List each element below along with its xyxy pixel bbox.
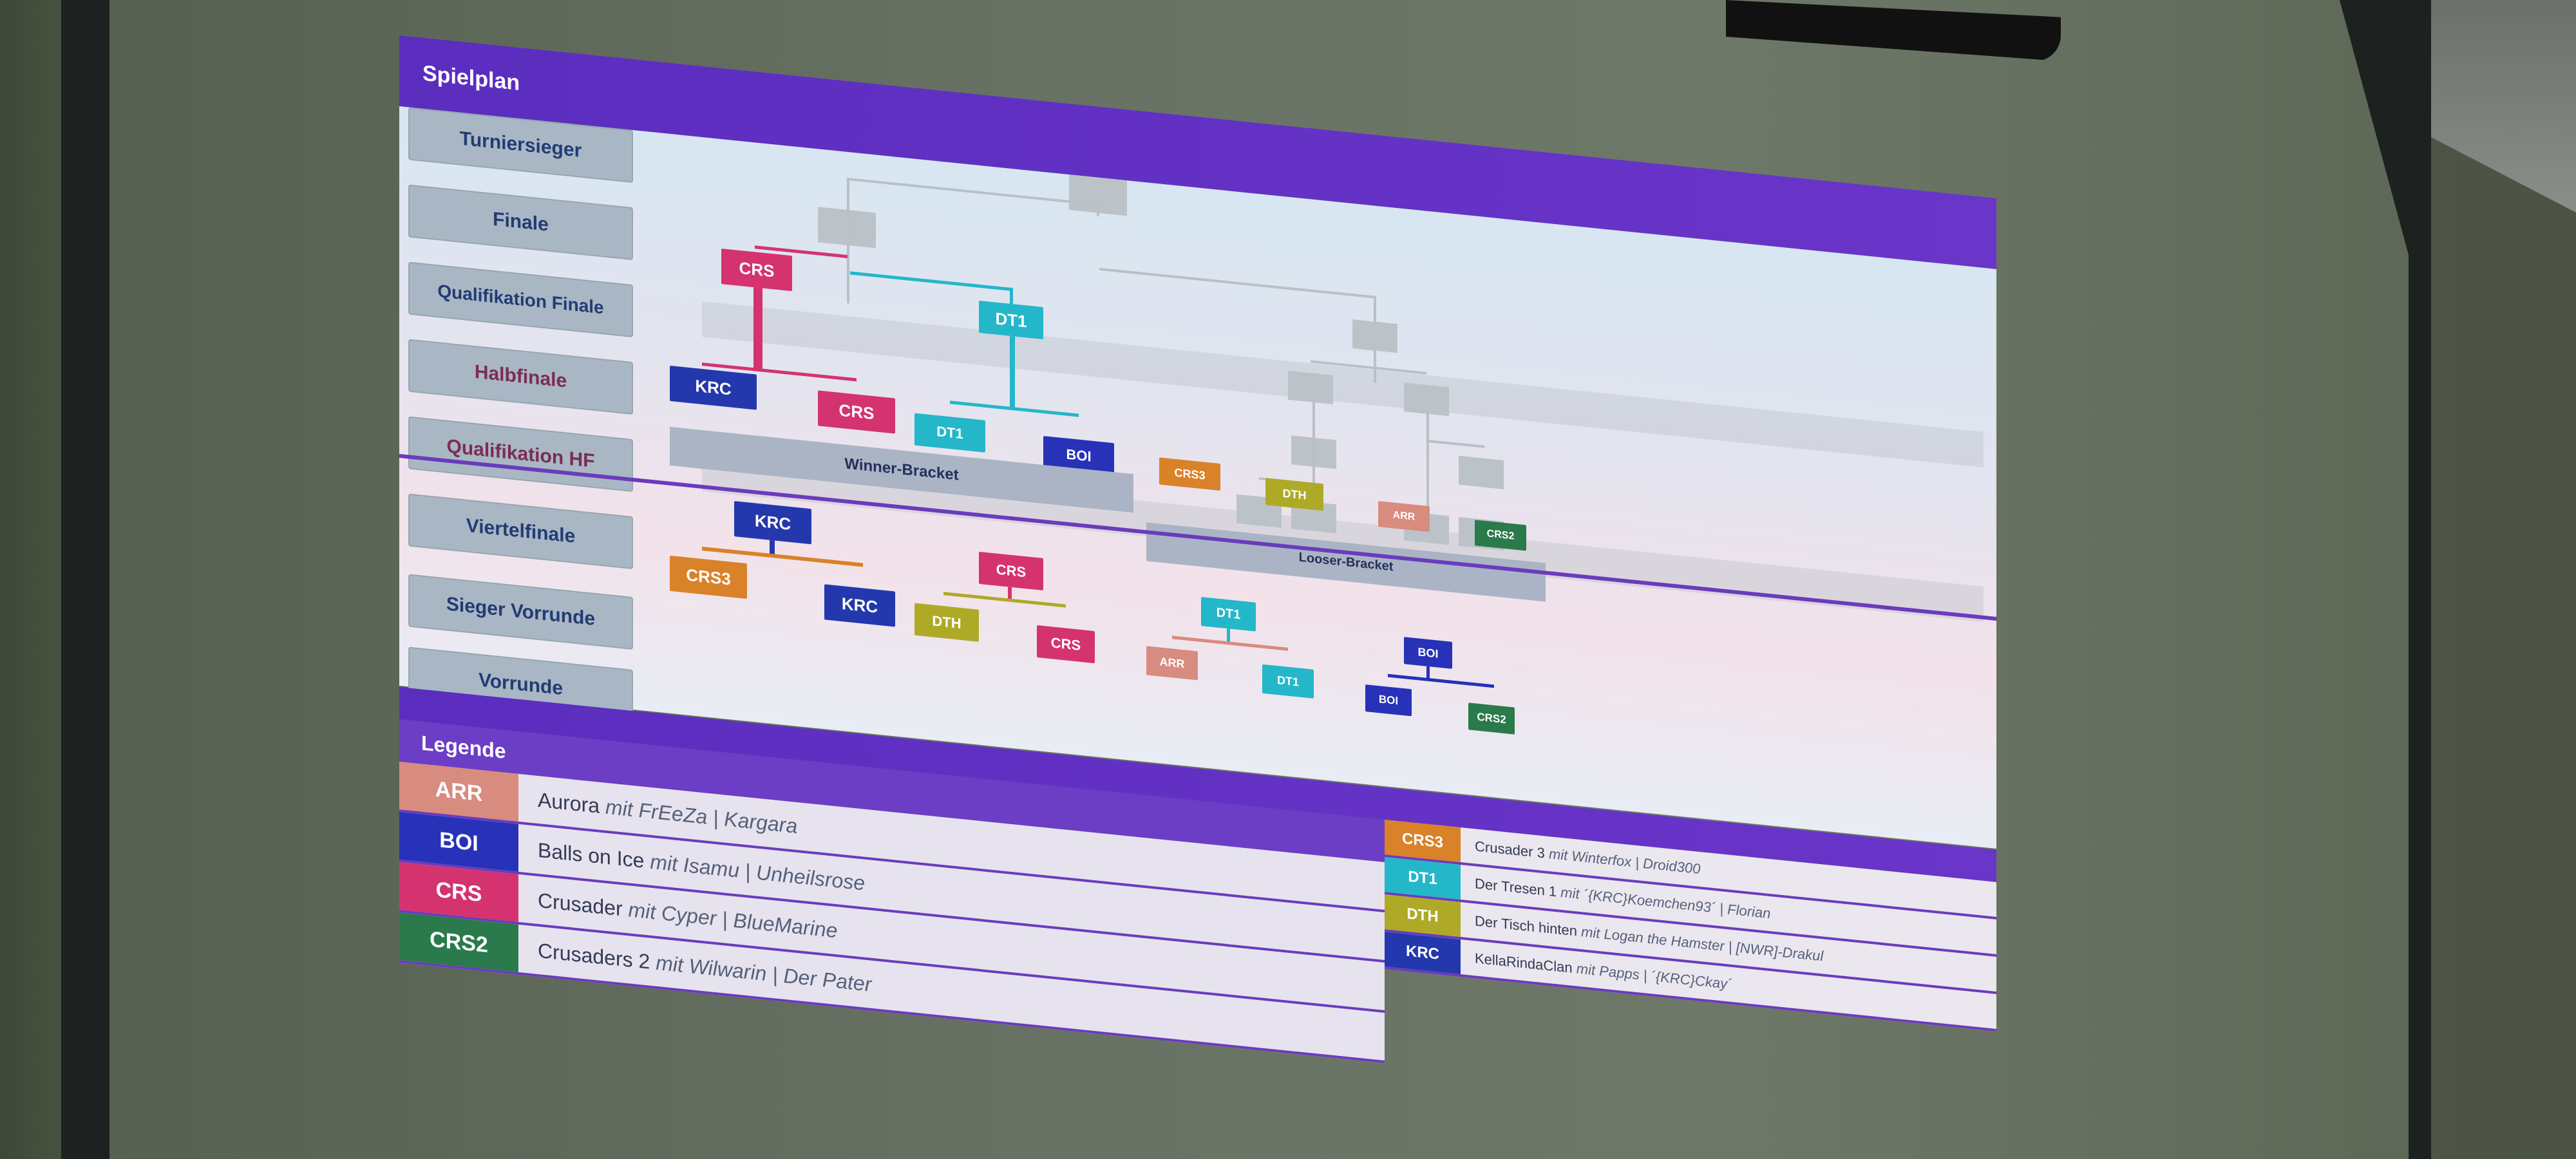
row-label-sieger-vorrunde: Sieger Vorrunde: [408, 574, 633, 650]
team-box-sieger-vorrunde-1[interactable]: KRC: [734, 501, 811, 545]
connector: [847, 177, 849, 304]
legend-code-badge: DT1: [1385, 857, 1461, 900]
row-label-halbfinale: Halbfinale: [408, 339, 633, 415]
connector: [1010, 335, 1015, 411]
connector: [943, 592, 1066, 608]
team-box-vorrunde-6[interactable]: DT1: [1262, 664, 1314, 699]
team-box-vorrunde-2[interactable]: KRC: [824, 584, 895, 627]
legend-code-badge: DTH: [1385, 894, 1461, 938]
team-box-viertelfinale-5[interactable]: CRS3: [1159, 457, 1220, 491]
team-box-vorrunde-5[interactable]: ARR: [1146, 646, 1198, 681]
connector: [1388, 674, 1494, 688]
team-box-vorrunde-3[interactable]: DTH: [914, 603, 979, 642]
row-label-qualifikation-finale: Qualifikation Finale: [408, 261, 633, 338]
slot-halbfinale-looser: [1288, 370, 1333, 404]
connector: [1099, 267, 1376, 299]
team-box-viertelfinale-7[interactable]: ARR: [1378, 501, 1430, 532]
row-label-viertelfinale: Viertelfinale: [408, 493, 633, 570]
team-box-halbfinale-2[interactable]: DT1: [979, 300, 1043, 339]
legend-code-badge: KRC: [1385, 932, 1461, 975]
team-box-viertelfinale-3[interactable]: DT1: [914, 413, 985, 453]
team-box-sieger-vorrunde-3[interactable]: DT1: [1201, 596, 1256, 632]
team-box-viertelfinale-8[interactable]: CRS2: [1475, 520, 1526, 551]
team-box-vorrunde-8[interactable]: CRS2: [1468, 702, 1515, 735]
connector: [1374, 296, 1376, 325]
connector: [1426, 439, 1484, 448]
projected-slide: Spielplan Turniersieger Finale Qualifika…: [399, 35, 2035, 1064]
slot-qualifikation-hf: [1459, 455, 1504, 489]
legend-code-badge: CRS3: [1385, 820, 1461, 863]
team-box-vorrunde-1[interactable]: CRS3: [670, 555, 747, 599]
connector: [1374, 347, 1376, 383]
team-box-halbfinale-1[interactable]: CRS: [721, 249, 792, 292]
connector: [850, 271, 1011, 291]
team-box-viertelfinale-1[interactable]: KRC: [670, 365, 757, 410]
team-box-sieger-vorrunde-4[interactable]: BOI: [1404, 637, 1452, 669]
row-label-finale: Finale: [408, 184, 633, 261]
team-box-vorrunde-4[interactable]: CRS: [1037, 625, 1095, 664]
connector: [753, 287, 762, 372]
connector: [1172, 636, 1288, 651]
row-band: [702, 301, 1984, 467]
connector: [847, 177, 1098, 206]
connector: [1097, 203, 1099, 216]
row-label-qualifikation-hf: Qualifikation HF: [408, 416, 633, 493]
connector: [1010, 287, 1013, 305]
team-box-sieger-vorrunde-2[interactable]: CRS: [979, 551, 1043, 590]
team-box-viertelfinale-2[interactable]: CRS: [818, 390, 895, 434]
team-box-vorrunde-7[interactable]: BOI: [1365, 684, 1412, 717]
